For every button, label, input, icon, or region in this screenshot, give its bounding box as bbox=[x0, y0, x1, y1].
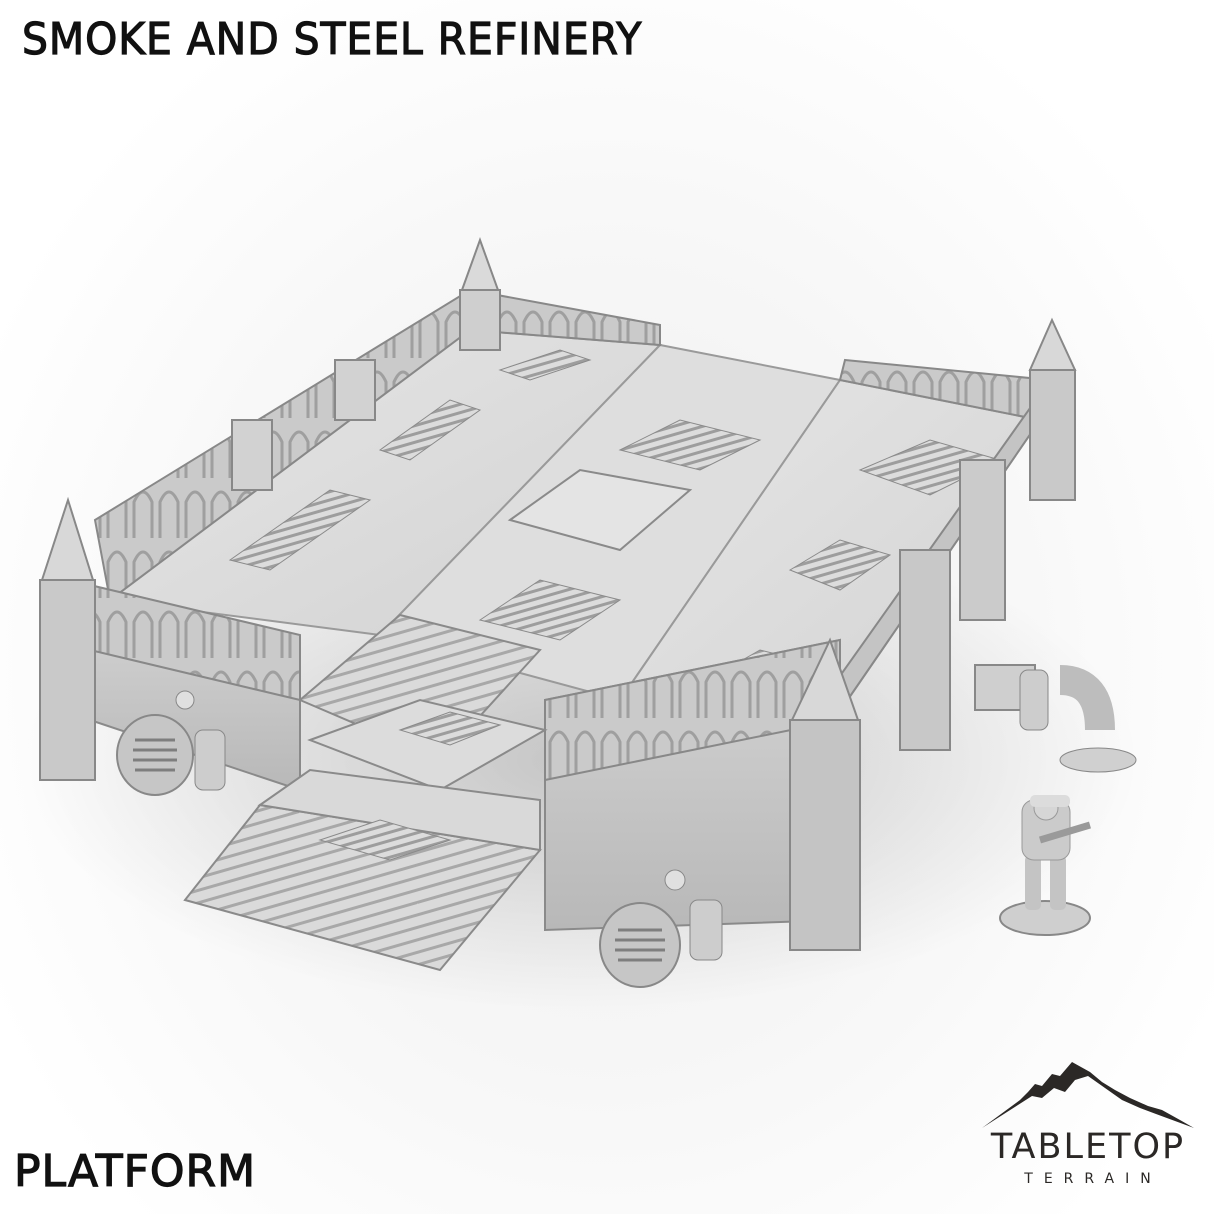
post-pillar bbox=[231, 419, 273, 491]
skull-niche bbox=[175, 690, 195, 710]
grated-floor-panel bbox=[398, 711, 502, 746]
post-pillar bbox=[959, 459, 1006, 621]
elbow-pipe bbox=[974, 664, 1137, 773]
stair-landing bbox=[257, 768, 541, 852]
grated-floor-panel bbox=[618, 419, 762, 471]
gothic-spire-pillar bbox=[1028, 317, 1077, 501]
gothic-spire-pillar bbox=[459, 237, 501, 351]
brand-tagline: TERRAIN bbox=[1024, 1171, 1162, 1187]
post-pillar bbox=[334, 359, 376, 421]
armored-miniature bbox=[999, 795, 1092, 936]
central-hatch bbox=[507, 468, 693, 552]
grated-floor-panel bbox=[788, 539, 892, 591]
grated-floor-panel bbox=[498, 349, 592, 381]
gothic-spire-pillar bbox=[789, 637, 861, 951]
barrel-vent bbox=[116, 714, 226, 796]
grated-floor-panel bbox=[478, 579, 622, 641]
skull-niche bbox=[664, 869, 686, 891]
page-title: SMOKE AND STEEL REFINERY bbox=[21, 14, 643, 65]
grated-floor-panel bbox=[228, 489, 372, 571]
barrel-vent bbox=[599, 899, 723, 988]
post-pillar bbox=[899, 549, 951, 751]
brand-logo: TABLETOP TERRAIN bbox=[978, 1062, 1198, 1192]
grated-floor-panel bbox=[378, 399, 482, 461]
mountain-logo-icon bbox=[982, 1062, 1194, 1128]
gothic-spire-pillar bbox=[39, 496, 96, 781]
brand-name: TABLETOP bbox=[990, 1127, 1186, 1167]
product-subtitle: PLATFORM bbox=[13, 1146, 257, 1197]
grated-floor-panel bbox=[318, 819, 452, 861]
